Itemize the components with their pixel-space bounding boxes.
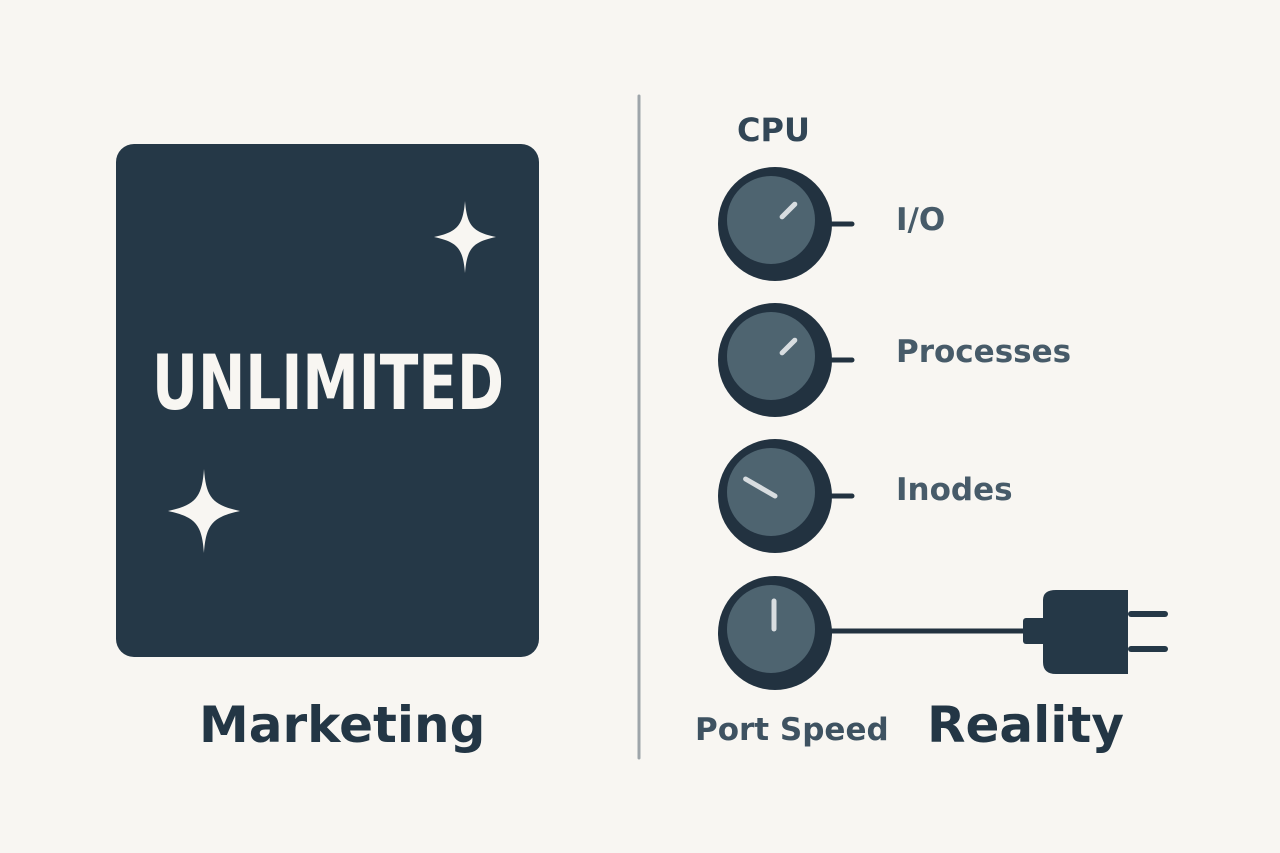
knob-pointer: [743, 476, 778, 499]
knob-inodes: [718, 439, 855, 553]
knob-pointer: [779, 201, 798, 220]
knob-label-inodes: Inodes: [896, 472, 1013, 508]
caption-marketing: Marketing: [199, 696, 486, 754]
knob-cpu: [718, 167, 855, 281]
sparkle-icon: [434, 201, 496, 273]
knob-port-speed: [718, 576, 1033, 690]
knob-label-port-speed: Port Speed: [695, 712, 889, 748]
marketing-card: [116, 144, 539, 657]
sparkle-icon: [168, 469, 240, 553]
plug-icon: [1023, 590, 1168, 674]
knob-processes: [718, 303, 855, 417]
knob-label-io: I/O: [896, 202, 946, 238]
knob-label-processes: Processes: [896, 334, 1072, 370]
card-title: UNLIMITED: [152, 338, 504, 427]
knob-label-cpu: CPU: [737, 111, 810, 149]
caption-reality: Reality: [927, 696, 1124, 754]
knob-pointer: [779, 337, 798, 356]
